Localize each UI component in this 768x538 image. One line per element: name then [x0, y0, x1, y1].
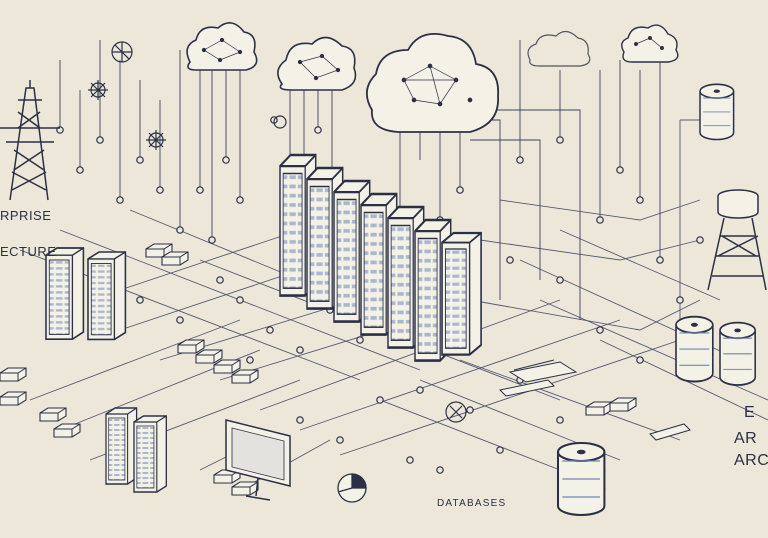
cloud-icon: [278, 37, 356, 90]
cloud-icon: [187, 23, 257, 70]
water-tower-icon: [708, 190, 766, 290]
database-icon: [558, 443, 604, 515]
server-rack-icon: [442, 233, 481, 355]
pie-chart-icon: [338, 474, 366, 502]
patch-panel: [500, 360, 690, 440]
architecture-label-fragment: ECTURE: [0, 244, 56, 259]
transmission-tower-icon: [0, 80, 60, 200]
architecture-label-fragment: AR: [734, 430, 757, 448]
database-icon: [676, 317, 713, 382]
server-rack-icon: [46, 248, 83, 339]
architecture-label-fragment: RPRISE: [0, 208, 51, 223]
databases-label: DATABASES: [437, 498, 506, 509]
database-icon: [720, 323, 755, 385]
server-rack-row: [280, 155, 481, 361]
cloud-icon: [367, 34, 498, 132]
target-icon: [446, 402, 466, 422]
server-rack-icon: [88, 252, 125, 339]
cloud-icon: [528, 31, 590, 66]
architecture-label-fragment: E: [744, 404, 755, 422]
server-rack-icon: [106, 408, 137, 484]
architecture-label-fragment: ARC: [734, 452, 768, 470]
server-rack-icon: [134, 416, 166, 492]
cloud-icon: [622, 25, 678, 62]
database-icon: [700, 84, 734, 139]
